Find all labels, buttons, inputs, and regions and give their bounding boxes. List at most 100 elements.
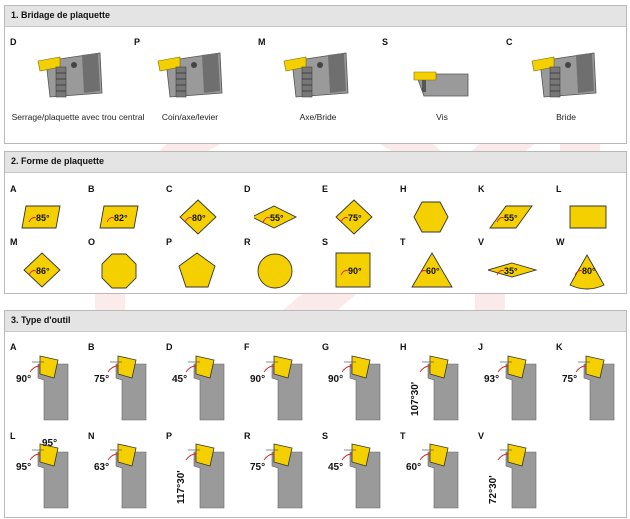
tool-holder-illustration: 72°30' [488,443,537,509]
clamp-caption: Serrage/plaquette avec trou central [11,112,145,122]
insert-shape-hexagon [413,201,449,233]
shape-letter-t: T [400,237,406,247]
insert-shape-rhombus: 86° [23,252,61,288]
tool-letter-s: S [322,431,329,441]
tool-angle-label: 93° [484,374,499,385]
insert-shape-rhombus: 80° [179,199,217,235]
tool-holder-illustration: 117°30' [176,443,225,509]
tool-letter-t: T [400,431,406,441]
insert-shape-parallelogram-slanted: 55° [489,205,533,229]
insert-angle-label: 80° [582,266,596,276]
shape-letter-o: O [88,237,96,247]
shape-letter-w: W [556,237,565,247]
tool-angle-label: 75° [94,374,109,385]
clamp-holder-illustration [37,52,103,98]
tool-holder-illustration: 45° [172,355,225,421]
tool-angle-label: 63° [94,462,109,473]
shape-letter-s: S [322,237,329,247]
clamp-screw-illustration [413,71,469,97]
tool-holder-illustration: 75° [250,443,303,509]
insert-shape-triangle: 60° [411,252,453,288]
insert-angle-label: 55° [504,213,518,223]
shape-letter-a: A [10,184,17,194]
tool-letter-f: F [244,342,250,352]
tool-angle-label: 107°30' [410,382,421,416]
insert-shape-rhombus: 75° [335,199,373,235]
insert-angle-label: 82° [114,213,128,223]
tool-letter-a: A [10,342,17,352]
clamp-holder-illustration [283,52,349,98]
tool-angle-label: 60° [406,462,421,473]
clamp-letter-d: D [10,37,17,47]
shape-letter-m: M [10,237,18,247]
tool-letter-l: L [10,431,16,441]
clamp-caption: Axe/Bride [299,112,337,122]
clamp-caption: Coin/axe/levier [161,112,219,122]
shape-letter-k: K [478,184,485,194]
shape-letter-d: D [244,184,251,194]
clamp-holder-illustration [531,52,597,98]
insert-shape-square: 90° [335,252,371,288]
tool-letter-r: R [244,431,251,441]
insert-shape-octagon [101,253,137,289]
insert-shape-parallelogram: 82° [99,205,139,229]
tool-holder-illustration: 90° [250,355,303,421]
insert-angle-label: 35° [504,266,518,276]
tool-letter-g: G [322,342,330,352]
insert-angle-label: 90° [348,266,362,276]
shape-letter-h: H [400,184,407,194]
insert-angle-label: 85° [36,213,50,223]
insert-angle-label: 80° [192,213,206,223]
tool-letter-k: K [556,342,563,352]
insert-angle-label: 60° [426,266,440,276]
shape-letter-b: B [88,184,95,194]
section-header: 3. Type d'outil [5,311,626,332]
section-header: 2. Forme de plaquette [5,152,626,173]
tool-holder-illustration: 75° [562,355,615,421]
insert-shape-rhombus-thin: 35° [488,262,538,278]
tool-holder-illustration: 75° [94,355,147,421]
shape-letter-l: L [556,184,562,194]
tool-letter-j: J [478,342,484,352]
section-header: 1. Bridage de plaquette [5,6,626,27]
section-title: 3. Type d'outil [11,315,71,325]
insert-shape-circle [257,253,293,289]
tool-holder-illustration: 90° [16,355,69,421]
clamp-holder-illustration [157,52,223,98]
shape-letter-p: P [166,237,173,247]
clamp-letter-s: S [382,37,389,47]
tool-letter-p: P [166,431,173,441]
tool-holder-illustration: 90° [328,355,381,421]
tool-angle-label: 45° [328,462,343,473]
tool-angle-label-secondary: 95° [42,438,57,449]
tool-angle-label: 75° [562,374,577,385]
insert-shape-pentagon [178,252,216,288]
tool-holder-illustration: 63° [94,443,147,509]
tool-letter-n: N [88,431,95,441]
insert-shape-parallelogram: 85° [21,205,61,229]
shape-letter-v: V [478,237,485,247]
section-title: 2. Forme de plaquette [11,156,105,166]
tool-angle-label: 90° [328,374,343,385]
tool-angle-label: 90° [16,374,31,385]
tool-holder-illustration: 60° [406,443,459,509]
insert-angle-label: 55° [270,213,284,223]
tool-angle-label: 75° [250,462,265,473]
tool-angle-label: 95° [16,462,31,473]
insert-shape-rhombus-flat: 55° [254,205,298,229]
tool-angle-label: 90° [250,374,265,385]
tool-holder-illustration: 93° [484,355,537,421]
tool-letter-b: B [88,342,95,352]
shape-letter-e: E [322,184,329,194]
tool-holder-illustration: 45° [328,443,381,509]
clamp-letter-p: P [134,37,141,47]
tool-letter-h: H [400,342,407,352]
shape-letter-r: R [244,237,251,247]
insert-angle-label: 75° [348,213,362,223]
tool-letter-d: D [166,342,173,352]
tool-letter-v: V [478,431,485,441]
insert-shape-trigon: 80° [569,254,605,290]
clamp-letter-m: M [258,37,266,47]
tool-angle-label: 117°30' [176,470,187,504]
insert-shape-rectangle [569,205,607,229]
